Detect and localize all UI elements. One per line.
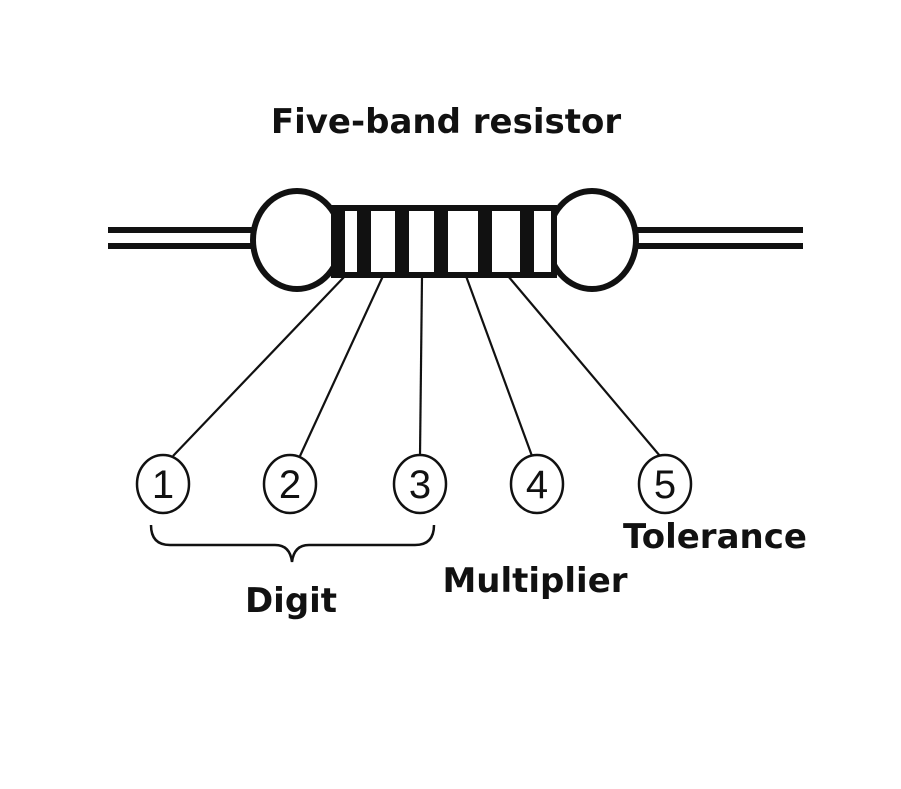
band-number-4: 4 bbox=[526, 463, 548, 507]
color-band-1 bbox=[357, 208, 371, 276]
band-number-circle-2 bbox=[262, 453, 318, 515]
band-number-3: 3 bbox=[409, 463, 431, 507]
leader-line-3 bbox=[418, 275, 424, 457]
band-number-circle-4 bbox=[509, 453, 565, 515]
left-lead-wire bbox=[108, 227, 255, 249]
band-number-1: 1 bbox=[152, 463, 174, 507]
color-band-4 bbox=[478, 208, 492, 276]
band-number-circle-5 bbox=[637, 453, 693, 515]
body-left-edge bbox=[331, 208, 345, 276]
band-number-5: 5 bbox=[654, 463, 676, 507]
band-number-2: 2 bbox=[279, 463, 301, 507]
digit-label: Digit bbox=[245, 581, 337, 621]
band-number-circle-1 bbox=[135, 453, 191, 515]
leader-line-5 bbox=[507, 275, 661, 457]
color-band-3 bbox=[434, 208, 448, 276]
left-end-cap bbox=[250, 188, 344, 292]
right-end-cap bbox=[545, 188, 639, 292]
color-band-2 bbox=[395, 208, 409, 276]
leader-line-1 bbox=[172, 275, 346, 457]
multiplier-label: Multiplier bbox=[442, 561, 627, 601]
color-band-5 bbox=[520, 208, 534, 276]
tolerance-label: Tolerance bbox=[623, 517, 807, 557]
digit-brace bbox=[149, 524, 436, 563]
band-number-circle-3 bbox=[392, 453, 448, 515]
leader-line-4 bbox=[464, 275, 534, 457]
right-lead-wire bbox=[636, 227, 803, 249]
diagram-title: Five-band resistor bbox=[271, 102, 621, 142]
leader-line-2 bbox=[299, 275, 384, 457]
